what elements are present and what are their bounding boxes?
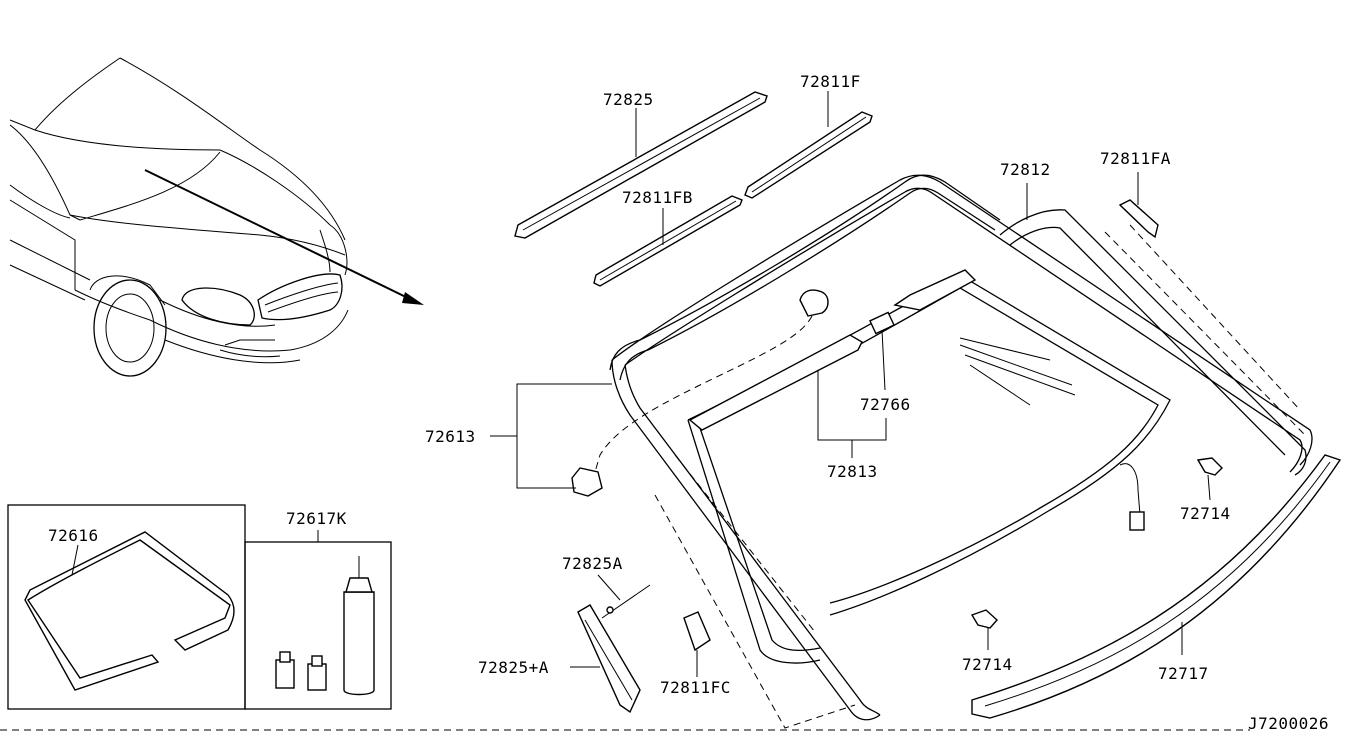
label-72811FA: 72811FA: [1100, 149, 1171, 168]
label-72812: 72812: [1000, 160, 1051, 179]
label-72617K: 72617K: [286, 509, 347, 528]
clip-72825A: [597, 574, 651, 619]
label-72825A: 72825A: [562, 554, 623, 573]
kit-box-72616: [7, 504, 246, 710]
harness-72613: [571, 289, 829, 497]
diagram-code: J7200026: [1248, 714, 1329, 733]
molding-72811FB: [593, 195, 743, 287]
label-72811FB: 72811FB: [622, 188, 693, 207]
cowl-top-72717: [971, 454, 1342, 719]
car-front-illustration: [9, 57, 424, 377]
label-72825plusA: 72825+A: [478, 658, 549, 677]
molding-72813: [688, 334, 887, 458]
label-72766: 72766: [860, 395, 911, 414]
clip-72811FA: [1118, 172, 1159, 239]
molding-72825: [514, 91, 768, 239]
clip-72714-bottom: [970, 609, 998, 650]
label-72811F: 72811F: [800, 72, 861, 91]
label-72717: 72717: [1158, 664, 1209, 683]
weatherstrip-72812: [609, 174, 1307, 476]
connector-72766: [869, 269, 977, 391]
part-labels: 72825 72811F 72811FB 72812 72811FA 72613…: [48, 72, 1329, 733]
clip-72811FC: [683, 611, 711, 677]
label-72616: 72616: [48, 526, 99, 545]
label-72825: 72825: [603, 90, 654, 109]
label-72811FC: 72811FC: [660, 678, 731, 697]
label-72813: 72813: [827, 462, 878, 481]
label-72613: 72613: [425, 427, 476, 446]
label-72714-right: 72714: [1180, 504, 1231, 523]
clip-72714-right: [1196, 457, 1223, 501]
callout-72613: [490, 383, 612, 489]
windshield-glass-72712: [611, 174, 1313, 729]
kit-box-72617K: [244, 530, 392, 710]
bracket-72825plusA: [570, 604, 641, 714]
molding-72811F: [744, 91, 873, 199]
label-72714-bottom: 72714: [962, 655, 1013, 674]
cable-right: [1119, 463, 1145, 531]
